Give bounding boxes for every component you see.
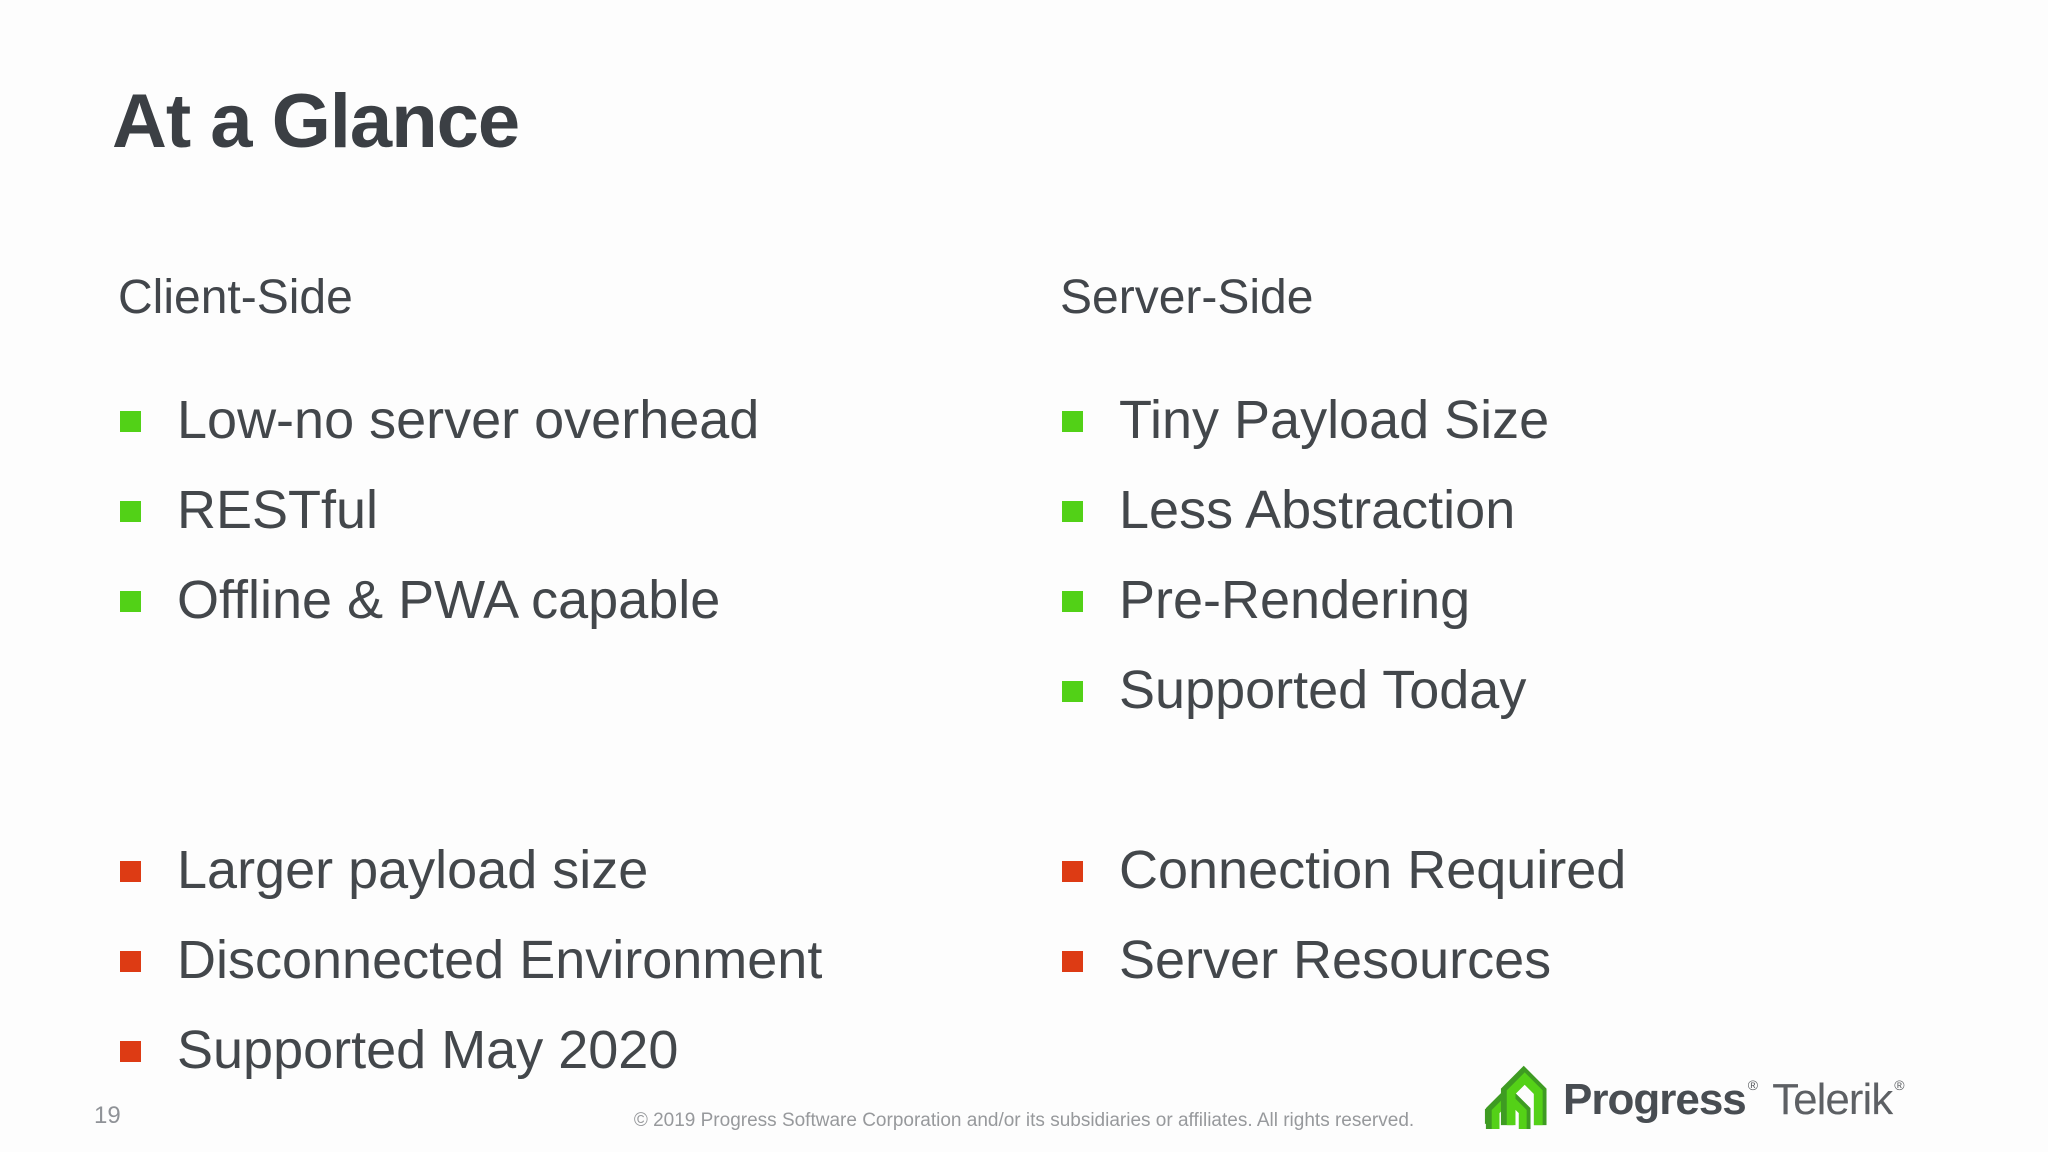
list-item-label: RESTful <box>177 480 379 540</box>
page-number: 19 <box>94 1102 121 1129</box>
client-side-column: Client-Side Low-no server overhead RESTf… <box>118 262 998 1095</box>
list-item: Server Resources <box>1060 915 1880 1005</box>
pro-bullet-icon <box>1062 410 1083 432</box>
list-item-label: Supported Today <box>1119 660 1527 720</box>
list-spacer <box>1060 735 1880 825</box>
list-item: Tiny Payload Size <box>1060 375 1880 465</box>
copyright-text: © 2019 Progress Software Corporation and… <box>633 1110 1415 1131</box>
con-bullet-icon <box>1062 950 1083 972</box>
registered-mark: ® <box>1894 1077 1905 1093</box>
client-side-list: Low-no server overhead RESTful Offline &… <box>118 375 998 1095</box>
server-side-column: Server-Side Tiny Payload Size Less Abstr… <box>1060 262 1880 1005</box>
list-item: Pre-Rendering <box>1060 555 1880 645</box>
list-item: Disconnected Environment <box>118 915 998 1005</box>
con-bullet-icon <box>120 1040 141 1062</box>
list-item-label: Pre-Rendering <box>1119 570 1471 630</box>
client-side-header: Client-Side <box>118 271 353 324</box>
server-side-header: Server-Side <box>1060 271 1314 324</box>
con-bullet-icon <box>120 860 141 882</box>
list-item-label: Low-no server overhead <box>177 390 760 450</box>
list-item-label: Larger payload size <box>177 840 649 900</box>
con-bullet-icon <box>120 950 141 972</box>
list-item: Offline & PWA capable <box>118 555 998 645</box>
logo-brand: Progress <box>1563 1075 1747 1124</box>
list-item: Less Abstraction <box>1060 465 1880 555</box>
pro-bullet-icon <box>120 410 141 432</box>
pro-bullet-icon <box>120 500 141 522</box>
logo-text: Progress® Telerik® <box>1563 1078 1905 1122</box>
list-item-label: Supported May 2020 <box>177 1020 679 1080</box>
list-spacer <box>118 735 998 825</box>
list-item-label: Tiny Payload Size <box>1119 390 1550 450</box>
list-item: Supported May 2020 <box>118 1005 998 1095</box>
progress-chevron-icon <box>1484 1065 1547 1129</box>
pro-bullet-icon <box>1062 500 1083 522</box>
list-spacer <box>118 645 998 735</box>
list-item-label: Connection Required <box>1119 840 1627 900</box>
list-item-label: Offline & PWA capable <box>177 570 721 630</box>
list-item: Supported Today <box>1060 645 1880 735</box>
list-item-label: Disconnected Environment <box>177 930 823 990</box>
page-title: At a Glance <box>112 79 520 164</box>
logo-product: Telerik <box>1772 1075 1893 1124</box>
con-bullet-icon <box>1062 860 1083 882</box>
list-item-label: Server Resources <box>1119 930 1552 990</box>
pro-bullet-icon <box>1062 590 1083 612</box>
pro-bullet-icon <box>1062 680 1083 702</box>
list-item: Connection Required <box>1060 825 1880 915</box>
list-item: Low-no server overhead <box>118 375 998 465</box>
registered-mark: ® <box>1747 1077 1759 1093</box>
list-item: Larger payload size <box>118 825 998 915</box>
progress-telerik-logo: Progress® Telerik® <box>1483 1064 1905 1130</box>
list-item-label: Less Abstraction <box>1119 480 1516 540</box>
list-item: RESTful <box>118 465 998 555</box>
pro-bullet-icon <box>120 590 141 612</box>
server-side-list: Tiny Payload Size Less Abstraction Pre-R… <box>1060 375 1880 1005</box>
